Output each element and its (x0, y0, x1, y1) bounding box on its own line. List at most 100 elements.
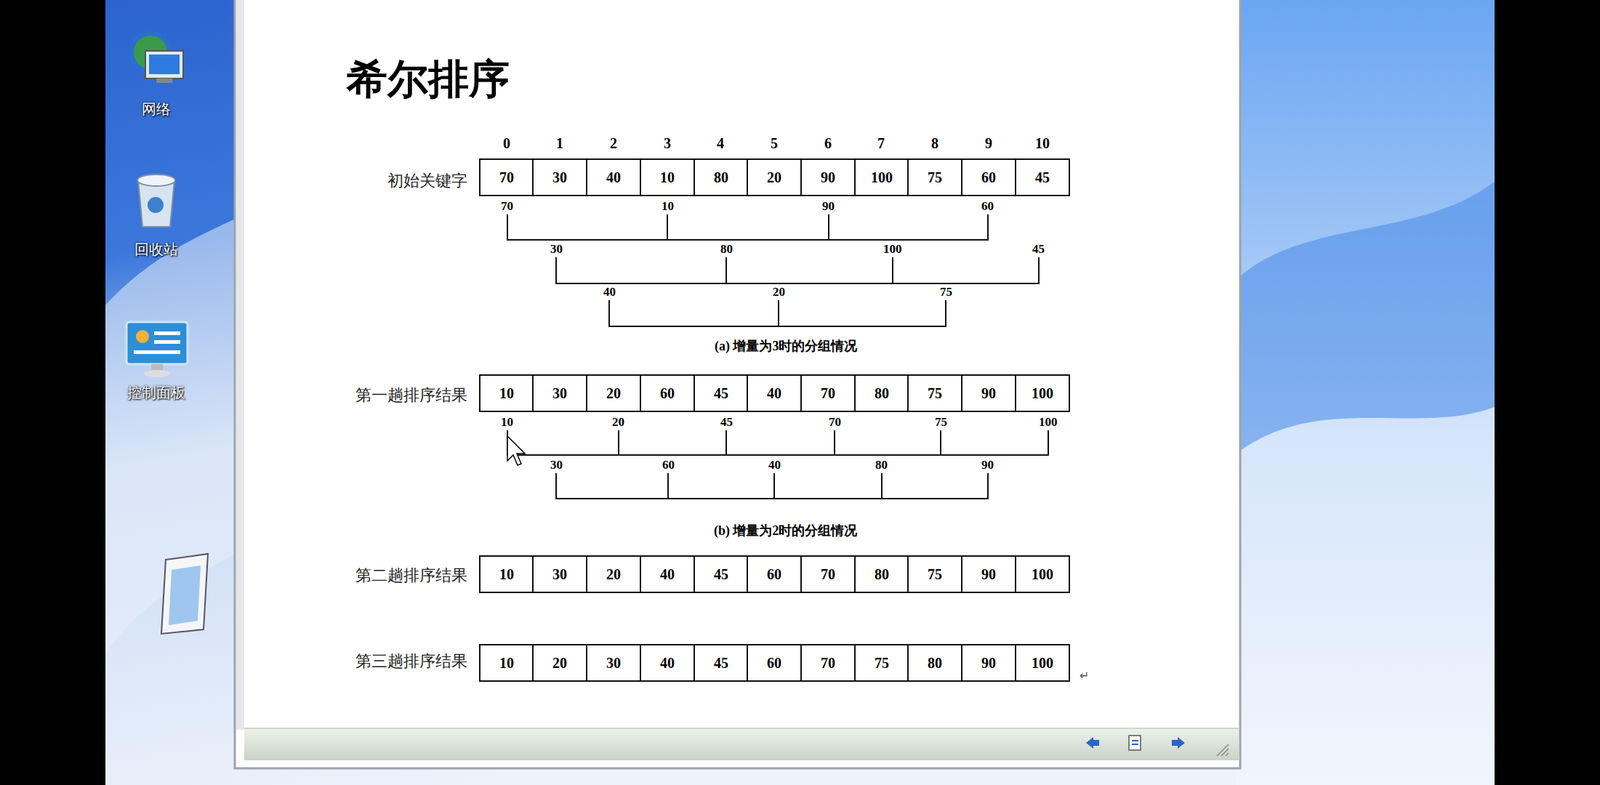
array-cell: 100 (854, 158, 910, 197)
array-cell: 90 (961, 644, 1017, 682)
cell-value: 70 (820, 566, 836, 584)
array-cell: 10 (479, 374, 535, 413)
cell-value: 70 (820, 385, 836, 402)
array-cell: 20 (585, 374, 642, 413)
cell-value: 80 (874, 385, 890, 402)
cell-value: 45 (713, 385, 729, 402)
desktop-right (1235, 0, 1495, 785)
array-cell: 20 (585, 555, 642, 594)
array-cell: 40 (639, 644, 695, 682)
control-panel-icon (126, 322, 188, 378)
array-cell: 75 (907, 555, 963, 594)
index-number: 6 (824, 135, 832, 152)
icon-label: 控制面板 (127, 384, 186, 402)
array-cell: 60 (746, 644, 802, 682)
cell-value: 40 (766, 385, 782, 402)
cell-value: 90 (981, 654, 996, 672)
array-cell: 10 (479, 555, 535, 594)
cell-value: 100 (1031, 566, 1054, 584)
status-bar (244, 728, 1239, 761)
cell-value: 10 (499, 654, 514, 672)
array-cell: 45 (1014, 158, 1071, 197)
index-number: 8 (931, 135, 939, 152)
group-value: 10 (661, 199, 674, 214)
group-value: 75 (934, 415, 948, 430)
cell-value: 20 (606, 385, 621, 402)
array-cell: 75 (907, 158, 963, 197)
array-cell: 45 (693, 374, 749, 413)
cell-value: 20 (766, 169, 782, 187)
desktop-swoosh (1240, 181, 1495, 451)
group-value: 45 (720, 415, 733, 430)
cell-value: 90 (981, 566, 996, 584)
cell-value: 30 (606, 654, 621, 672)
array-cell: 60 (639, 374, 695, 413)
group-value: 45 (1032, 242, 1045, 257)
row-label: 第三趟排序结果 (355, 652, 468, 671)
index-number: 1 (556, 135, 564, 152)
array-cell: 70 (479, 158, 535, 197)
array-cell: 80 (854, 374, 910, 413)
array-cell: 20 (532, 644, 588, 682)
mouse-cursor (507, 436, 525, 466)
array-cell: 30 (532, 555, 588, 594)
array-cell: 90 (961, 555, 1017, 594)
cell-value: 40 (606, 169, 621, 187)
group-value: 20 (612, 415, 625, 430)
row-label: 第二趟排序结果 (355, 566, 468, 585)
index-number: 0 (503, 135, 511, 152)
group-value: 100 (883, 242, 903, 257)
group-value: 75 (939, 284, 953, 300)
index-number: 5 (770, 135, 778, 152)
cell-value: 70 (820, 654, 836, 672)
group-value: 30 (550, 242, 563, 257)
icon-label: 回收站 (134, 241, 179, 259)
cell-value: 70 (499, 169, 514, 187)
cell-value: 45 (1035, 169, 1050, 187)
cell-value: 75 (927, 566, 943, 584)
cell-value: 60 (766, 654, 782, 672)
cell-value: 60 (981, 169, 996, 187)
group-value: 20 (772, 284, 786, 300)
slide-window (234, 0, 1241, 769)
cell-value: 40 (660, 566, 675, 584)
array-cell: 70 (800, 644, 856, 682)
array-cell: 30 (532, 158, 588, 197)
desktop-swoosh (105, 218, 237, 655)
cell-value: 75 (927, 169, 943, 187)
cell-value: 75 (927, 385, 943, 402)
array-cell: 10 (639, 158, 695, 197)
group-value: 80 (720, 242, 733, 257)
array-cell: 30 (532, 374, 588, 413)
group-value: 70 (500, 199, 514, 214)
cell-value: 75 (874, 654, 890, 672)
group-value: 30 (550, 457, 563, 473)
window-icon (161, 553, 208, 634)
group-value: 40 (768, 457, 781, 473)
array-cell: 100 (1014, 555, 1071, 594)
index-number: 4 (716, 135, 725, 152)
cell-value: 80 (927, 654, 943, 672)
row-label: 第一趟排序结果 (355, 386, 468, 405)
cell-value: 100 (870, 169, 893, 187)
array-cell: 40 (585, 158, 642, 197)
cell-value: 80 (713, 169, 729, 187)
cell-value: 10 (660, 169, 675, 187)
recycle-bin-icon (137, 174, 176, 227)
group-bracket (507, 214, 1049, 499)
return-mark: ↵ (1079, 669, 1089, 683)
array-cell: 45 (693, 555, 749, 594)
cell-value: 30 (552, 169, 568, 187)
network-icon (131, 33, 184, 83)
group-value: 70 (828, 415, 842, 430)
cell-value: 45 (713, 566, 729, 584)
array-cell: 100 (1014, 374, 1071, 413)
cell-value: 80 (874, 566, 890, 584)
cell-value: 10 (499, 566, 514, 584)
cell-value: 30 (552, 566, 568, 584)
group-value: 80 (875, 457, 888, 473)
cell-value: 45 (713, 654, 729, 672)
array-cell: 60 (961, 158, 1017, 197)
array-cell: 80 (854, 555, 910, 594)
group-value: 60 (981, 199, 994, 214)
